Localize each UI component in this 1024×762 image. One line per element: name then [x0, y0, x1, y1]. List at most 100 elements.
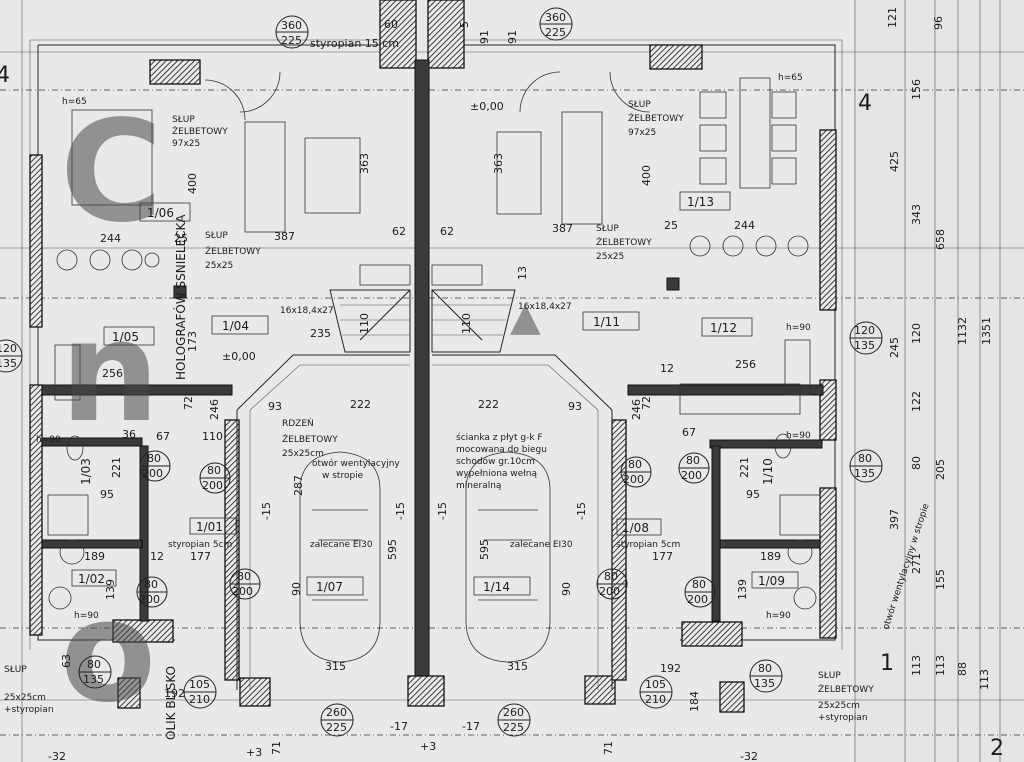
tag-o2: 225: [326, 721, 347, 734]
dim-96: 96: [932, 16, 945, 30]
car-left: [299, 451, 381, 663]
dim-271: 271: [910, 553, 923, 574]
dim-72a: 72: [182, 396, 195, 410]
dim-15c: -15: [436, 502, 449, 520]
furniture: [47, 71, 821, 610]
note-slup6-a: SŁUP: [818, 671, 841, 681]
dim-173: 173: [186, 331, 199, 352]
axis-number-right-mid: 1: [880, 651, 894, 676]
tag-q1: 120: [0, 342, 17, 355]
tag-p2: 225: [503, 721, 524, 734]
room-1-01: 1/01: [196, 520, 223, 534]
note-slup5-a: SŁUP: [4, 665, 27, 675]
tag-j1: 80: [858, 452, 872, 465]
dim-36: 36: [122, 428, 136, 441]
tag-n2: 210: [645, 693, 666, 706]
room-1-13: 1/13: [687, 195, 714, 209]
note-slup2-c: 25x25: [205, 261, 233, 271]
dim-120: 120: [910, 323, 923, 344]
note-slup6-d: +styropian: [818, 713, 868, 723]
axis-numbers: 4 4 1 2: [0, 63, 1004, 761]
tag-q2: 135: [0, 357, 17, 370]
dim-h65a: h=65: [62, 97, 87, 107]
dim-387a: 387: [274, 230, 295, 243]
dim-17b: -17: [462, 720, 480, 733]
tag-b1: 80: [207, 464, 221, 477]
dim-67a: 67: [156, 430, 170, 443]
dim-63: 63: [60, 654, 73, 668]
room-1-05: 1/05: [112, 330, 139, 344]
note-scianka-3: schodów gr.10cm: [456, 456, 535, 467]
tag-n1: 105: [645, 678, 666, 691]
watermark-text-1: HOLOGRAFÓW SSNIELECKA: [173, 214, 188, 380]
note-slup1-b: ŻELBETOWY: [172, 126, 228, 137]
note-slup2-a: SŁUP: [205, 231, 228, 241]
dim-h90b: h=90: [74, 611, 99, 621]
dim-397: 397: [888, 509, 901, 530]
dim-256a: 256: [102, 367, 123, 380]
tag-e2: 200: [623, 473, 644, 486]
svg-text:o: o: [60, 571, 156, 734]
tag-k1: 80: [87, 658, 101, 671]
dim-177b: 177: [652, 550, 673, 563]
dim-139a: 139: [104, 579, 117, 600]
room-1-10: 1/10: [761, 458, 775, 485]
note-slup6-b: ŻELBETOWY: [818, 684, 874, 695]
dim-343: 343: [910, 204, 923, 225]
dim-1132: 1132: [956, 317, 969, 345]
note-slup1-a: SŁUP: [172, 115, 195, 125]
dim-95a: 95: [100, 488, 114, 501]
tag-l1: 80: [758, 662, 772, 675]
tag-top-r-b: 225: [545, 26, 566, 39]
dim-32b: -32: [740, 750, 758, 762]
note-rdzen-c: 25x25cm: [282, 449, 324, 459]
svg-text:C: C: [60, 91, 163, 254]
note-slup4-c: 25x25: [596, 252, 624, 262]
axis-number-right-bottom: 2: [990, 736, 1004, 761]
dim-205: 205: [934, 459, 947, 480]
tag-h2: 200: [687, 593, 708, 606]
note-stairs-l: 16x18,4x27: [280, 306, 334, 316]
dim-156: 156: [910, 79, 923, 100]
dim-3a: +3: [246, 746, 262, 759]
dim-62b: 62: [440, 225, 454, 238]
dim-71b: 71: [602, 741, 615, 755]
dim-90a: 90: [290, 582, 303, 596]
note-styropian-top: styropian 15 cm: [310, 37, 399, 50]
dimensions: 60 91 91 363 363 387 387 62 62 244 244 2…: [36, 7, 993, 762]
dim-h90e: h=90: [786, 431, 811, 441]
note-zalecane-r: zalecane EI30: [510, 540, 573, 550]
tag-b2: 200: [202, 479, 223, 492]
room-1-08: 1/08: [622, 521, 649, 535]
dim-222a: 222: [350, 398, 371, 411]
note-slup3-a: SŁUP: [628, 100, 651, 110]
room-1-04: 1/04: [222, 319, 249, 333]
dim-244b: 244: [734, 219, 755, 232]
outer-outline: [29, 39, 843, 650]
staircase-right: [431, 289, 516, 353]
dim-189b: 189: [760, 550, 781, 563]
tag-d1: 80: [144, 578, 158, 591]
dim-221b: 221: [738, 457, 751, 478]
svg-text:▲: ▲: [510, 294, 541, 340]
note-slup5-b: 25x25cm: [4, 693, 46, 703]
dim-155: 155: [934, 569, 947, 590]
tag-o1: 260: [326, 706, 347, 719]
dim-25b: 25: [664, 219, 678, 232]
dim-139b: 139: [736, 579, 749, 600]
tag-p1: 260: [503, 706, 524, 719]
tag-top-r-a: 360: [545, 11, 566, 24]
dim-67b: 67: [682, 426, 696, 439]
note-slup3-c: 97x25: [628, 128, 656, 138]
tag-a1: 80: [147, 452, 161, 465]
staircase-left: [329, 289, 411, 353]
dim-71a: 71: [270, 741, 283, 755]
walls: [29, 0, 837, 713]
note-styropian-l: styropian 5cm: [168, 540, 232, 550]
note-scianka-1: ścianka z płyt g-k F: [456, 432, 543, 443]
tag-i1: 120: [854, 324, 875, 337]
dim-93b: 93: [568, 400, 582, 413]
dim-72b: 72: [640, 396, 653, 410]
tag-a2: 200: [142, 467, 163, 480]
